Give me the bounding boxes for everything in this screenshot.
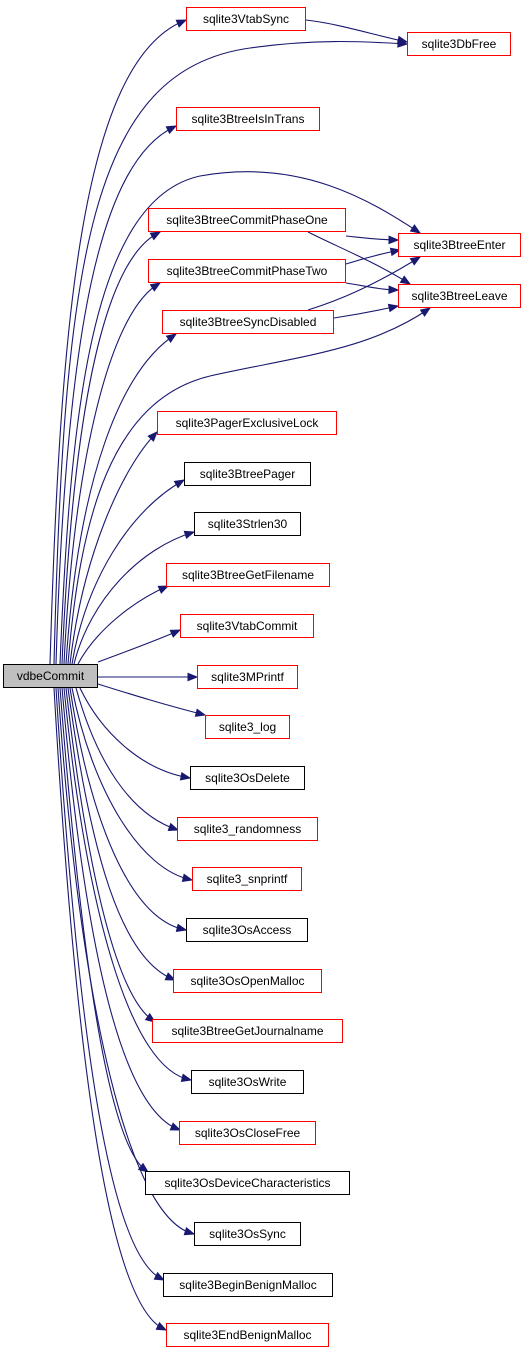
arrowhead-root-to-strlen30 <box>183 530 196 540</box>
edge-root-to-log <box>97 683 206 716</box>
arrowhead-root-to-mprintf <box>187 672 199 682</box>
arrowhead-root-to-os-write <box>180 1073 193 1082</box>
arrowhead-root-to-end-benign-malloc <box>155 1321 168 1331</box>
arrowhead-root-to-os-delete <box>179 771 192 781</box>
node-os-delete[interactable]: sqlite3OsDelete <box>190 766 305 790</box>
arrowhead-root-to-btree-sync-disabled <box>165 333 178 343</box>
edge-root-to-vtab-commit <box>97 629 181 663</box>
node-btree-commit-phase-two[interactable]: sqlite3BtreeCommitPhaseTwo <box>148 259 346 283</box>
edge-root-to-os-sync <box>57 687 195 1235</box>
arrowhead-root-to-btree-is-in-trans <box>165 125 178 135</box>
arrowhead-btree-commit-phase-two-to-btree-leave <box>388 285 400 295</box>
node-os-device-characteristics[interactable]: sqlite3OsDeviceCharacteristics <box>145 1171 350 1195</box>
edge-root-to-btree-pager <box>71 479 185 665</box>
arrowhead-vtab-sync-to-db-free <box>396 35 409 45</box>
arrowhead-root-to-vtab-commit <box>169 629 182 638</box>
arrowhead-btree-commit-phase-one-to-btree-enter <box>388 235 400 245</box>
edge-root-to-btree-commit-phase-two <box>63 282 161 665</box>
edge-root-to-btree-sync-disabled <box>65 333 177 665</box>
edge-btree-sync-disabled-to-btree-leave <box>333 305 399 319</box>
node-btree-enter[interactable]: sqlite3BtreeEnter <box>398 233 521 257</box>
node-log[interactable]: sqlite3_log <box>205 715 290 739</box>
node-os-write[interactable]: sqlite3OsWrite <box>191 1070 304 1094</box>
edge-btree-sync-disabled-to-btree-enter <box>307 256 421 311</box>
edge-root-to-begin-benign-malloc <box>55 687 165 1281</box>
edge-root-to-pager-exclusive-lock <box>69 431 158 665</box>
edge-root-to-db-free <box>53 40 408 665</box>
arrowhead-btree-commit-phase-one-to-btree-leave <box>399 275 412 285</box>
node-mprintf[interactable]: sqlite3MPrintf <box>197 665 298 689</box>
edge-btree-commit-phase-one-to-btree-leave <box>307 231 411 285</box>
node-begin-benign-malloc[interactable]: sqlite3BeginBenignMalloc <box>163 1273 333 1297</box>
edge-root-to-os-delete <box>79 687 191 779</box>
edge-vtab-sync-to-db-free <box>305 19 408 43</box>
arrowhead-root-to-snprintf <box>181 873 194 882</box>
arrowhead-root-to-btree-pager <box>173 479 186 489</box>
arrowhead-root-to-vtab-sync <box>175 19 188 28</box>
edge-root-to-os-write <box>63 687 192 1081</box>
arrowhead-btree-commit-phase-two-to-btree-enter <box>389 247 402 257</box>
arrowhead-root-to-os-sync <box>183 1227 196 1236</box>
edge-root-to-snprintf <box>71 687 193 881</box>
node-os-close-free[interactable]: sqlite3OsCloseFree <box>179 1121 316 1145</box>
edge-root-to-btree-leave <box>67 307 431 665</box>
edge-root-to-os-device-characteristics <box>59 687 149 1173</box>
edge-root-to-btree-enter <box>59 171 421 665</box>
node-os-access[interactable]: sqlite3OsAccess <box>186 918 308 942</box>
node-btree-leave[interactable]: sqlite3BtreeLeave <box>398 284 521 308</box>
node-btree-get-filename[interactable]: sqlite3BtreeGetFilename <box>166 563 330 587</box>
edge-root-to-btree-commit-phase-one <box>61 231 161 665</box>
arrowhead-root-to-log <box>194 708 207 717</box>
arrowhead-root-to-os-access <box>175 923 188 933</box>
arrowhead-root-to-os-device-characteristics <box>137 1162 150 1173</box>
edge-root-to-vtab-sync <box>49 19 187 665</box>
arrowhead-root-to-os-close-free <box>169 1122 182 1131</box>
arrowhead-btree-sync-disabled-to-btree-enter <box>409 256 422 266</box>
arrowhead-root-to-btree-leave <box>419 307 432 317</box>
edge-root-to-os-access <box>69 687 187 931</box>
node-end-benign-malloc[interactable]: sqlite3EndBenignMalloc <box>166 1323 329 1347</box>
node-strlen30[interactable]: sqlite3Strlen30 <box>194 512 301 536</box>
node-btree-sync-disabled[interactable]: sqlite3BtreeSyncDisabled <box>162 310 334 334</box>
node-snprintf[interactable]: sqlite3_snprintf <box>192 867 302 891</box>
node-db-free[interactable]: sqlite3DbFree <box>407 32 511 56</box>
node-os-open-malloc[interactable]: sqlite3OsOpenMalloc <box>173 969 322 993</box>
node-os-sync[interactable]: sqlite3OsSync <box>194 1222 301 1246</box>
node-btree-commit-phase-one[interactable]: sqlite3BtreeCommitPhaseOne <box>148 208 346 232</box>
node-vtab-sync[interactable]: sqlite3VtabSync <box>186 7 306 31</box>
edge-root-to-end-benign-malloc <box>53 687 167 1331</box>
arrowhead-root-to-begin-benign-malloc <box>153 1271 166 1281</box>
arrowhead-root-to-btree-enter <box>409 224 422 234</box>
arrowhead-root-to-randomness <box>167 822 180 831</box>
edge-root-to-strlen30 <box>73 531 195 665</box>
arrowhead-root-to-os-open-malloc <box>164 972 177 981</box>
node-randomness[interactable]: sqlite3_randomness <box>177 817 318 841</box>
arrowhead-root-to-btree-get-filename <box>157 585 170 594</box>
node-btree-pager[interactable]: sqlite3BtreePager <box>184 462 311 486</box>
edge-root-to-os-close-free <box>61 687 181 1131</box>
node-btree-is-in-trans[interactable]: sqlite3BtreeIsInTrans <box>176 107 320 131</box>
arrowhead-root-to-pager-exclusive-lock <box>147 431 158 442</box>
edge-root-to-btree-get-journalname <box>65 687 156 1023</box>
edge-root-to-btree-is-in-trans <box>55 125 177 665</box>
node-vtab-commit[interactable]: sqlite3VtabCommit <box>180 614 314 638</box>
arrowhead-root-to-btree-commit-phase-one <box>149 231 162 241</box>
edge-root-to-os-open-malloc <box>67 687 176 981</box>
edge-root-to-btree-get-filename <box>77 585 169 665</box>
arrowhead-root-to-btree-commit-phase-two <box>149 282 162 292</box>
arrowhead-btree-sync-disabled-to-btree-leave <box>387 303 400 313</box>
node-btree-get-journalname[interactable]: sqlite3BtreeGetJournalname <box>152 1019 343 1043</box>
root-node-vdbecommit: vdbeCommit <box>3 664 98 688</box>
edge-root-to-randomness <box>75 687 179 831</box>
node-pager-exclusive-lock[interactable]: sqlite3PagerExclusiveLock <box>157 411 337 435</box>
